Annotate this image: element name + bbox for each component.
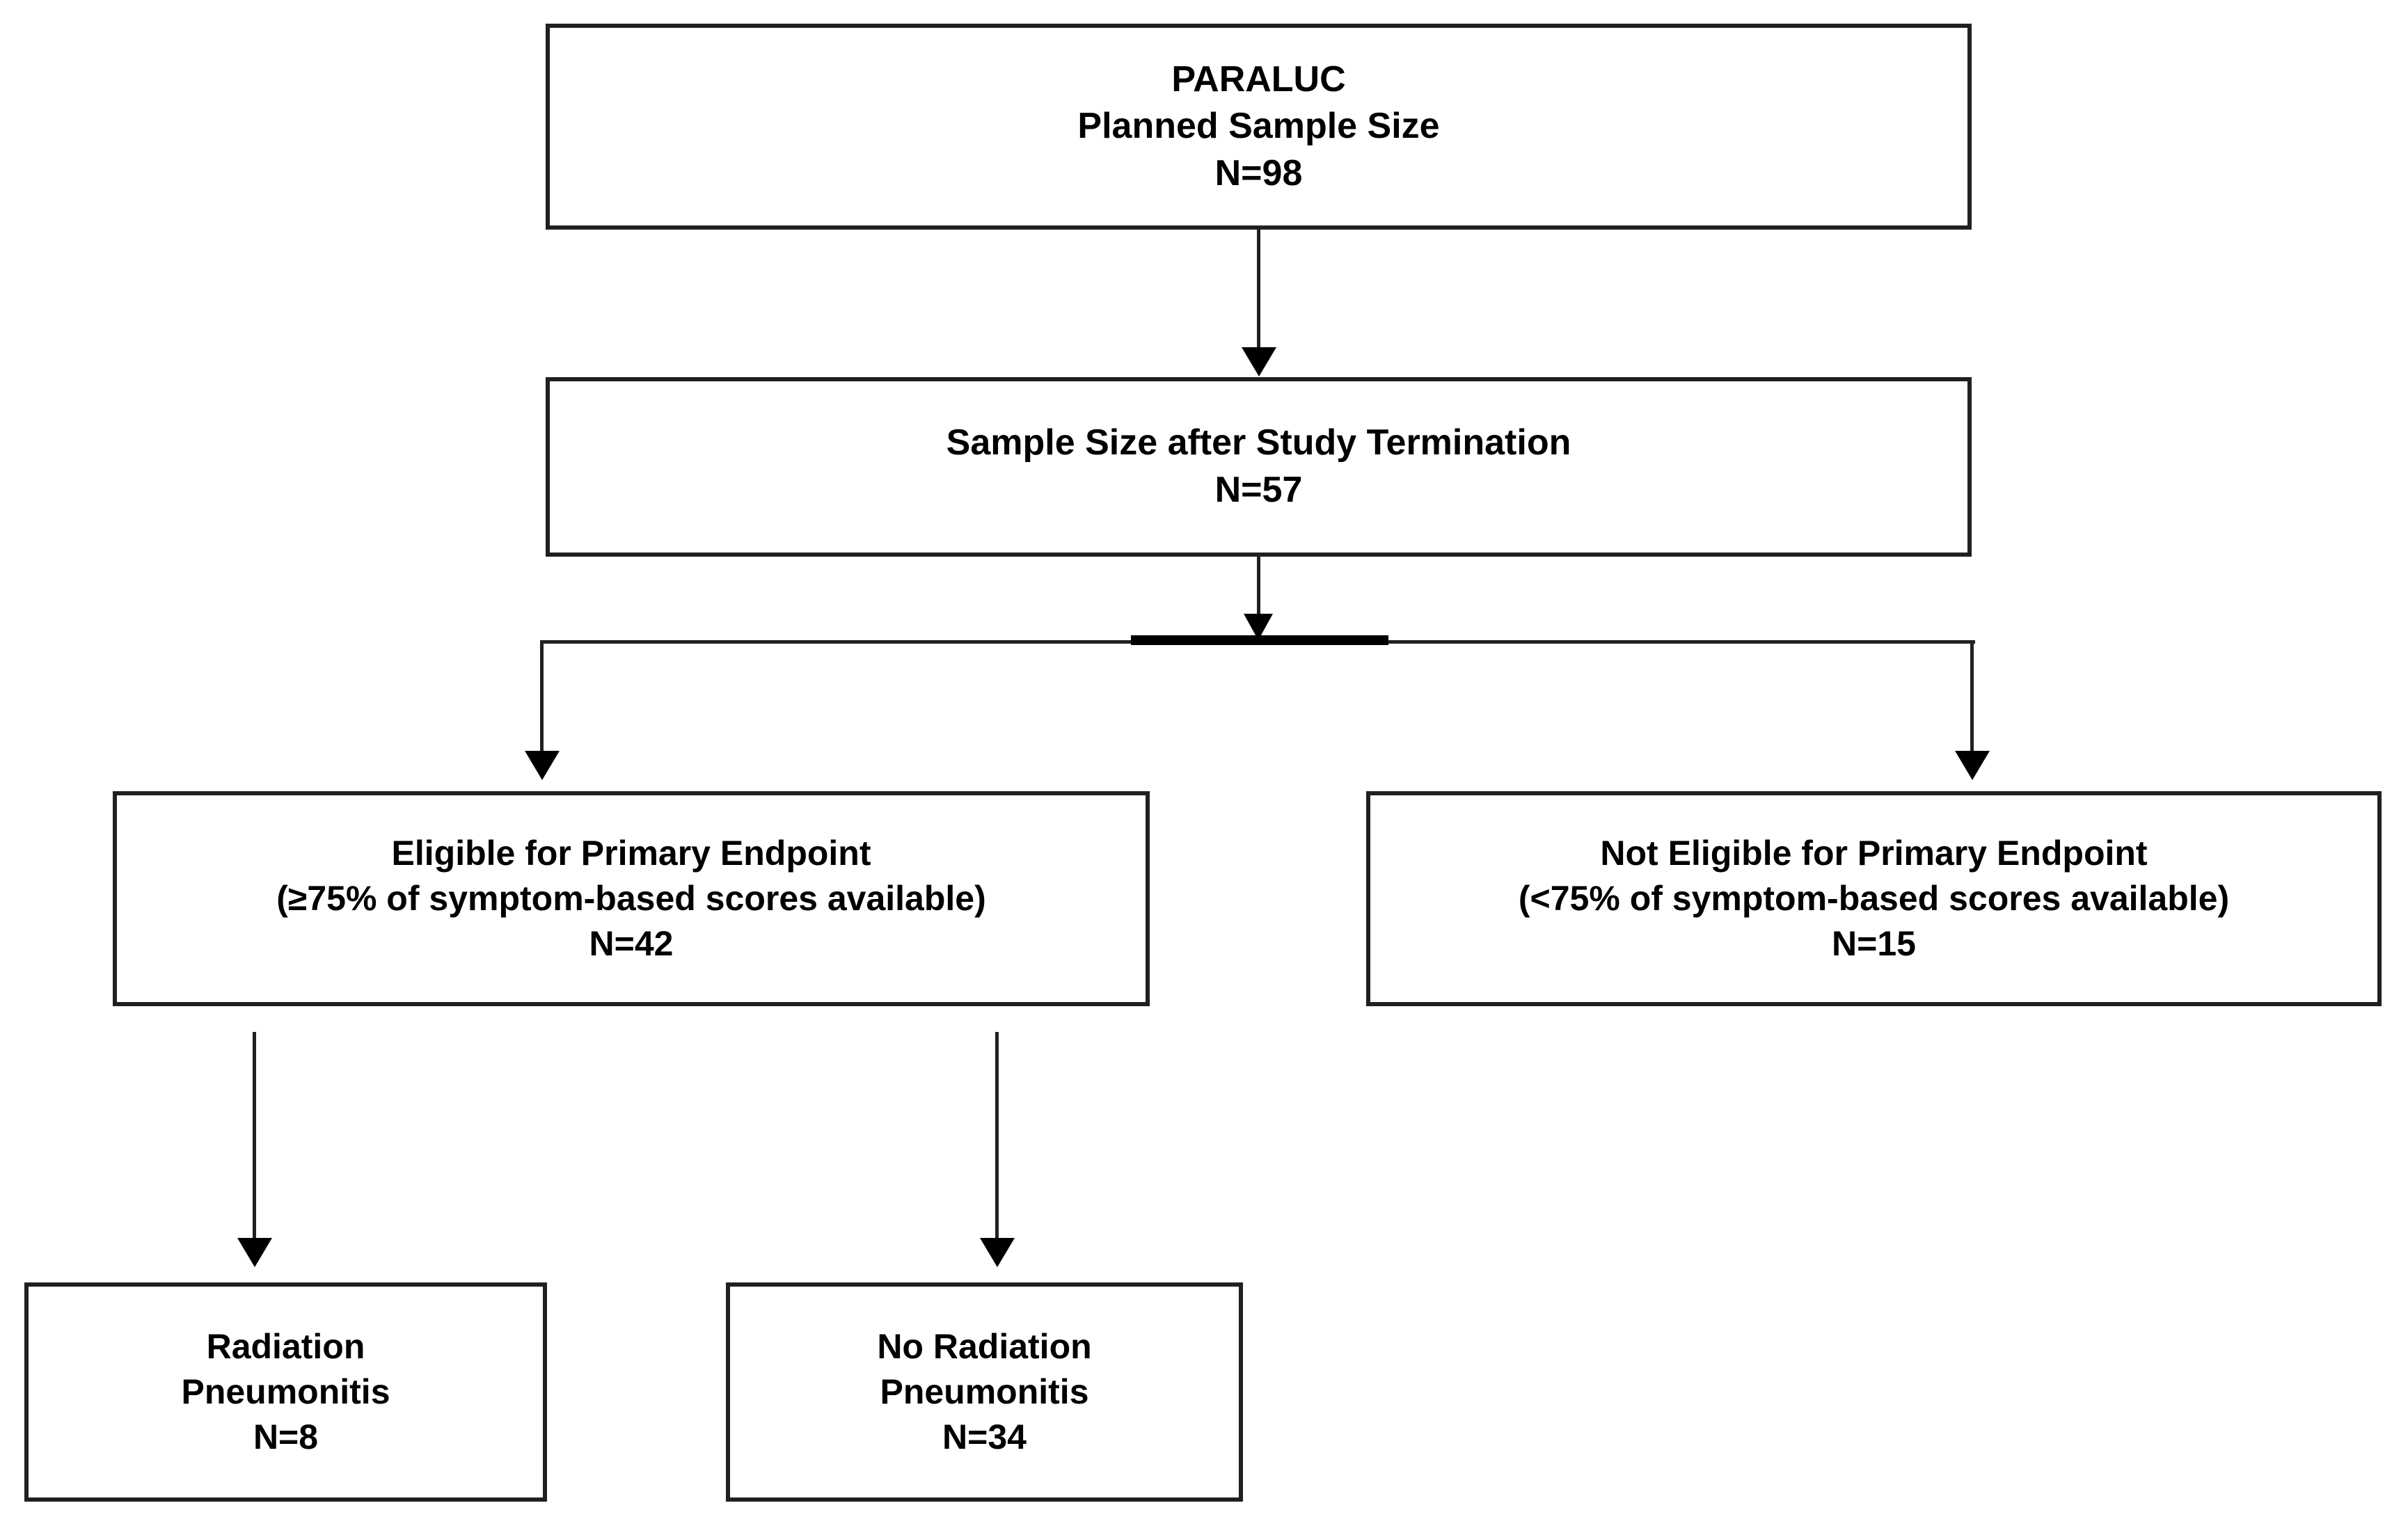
split-bar-thick-segment [1131,635,1388,645]
node-no-radiation-pneumonitis: No Radiation Pneumonitis N=34 [726,1282,1243,1502]
node-eligible-criteria: (≥75% of symptom-based scores available) [276,879,986,918]
node-after-termination-line-1: Sample Size after Study Termination [946,422,1571,463]
node-not-eligible-primary-endpoint: Not Eligible for Primary Endpoint (<75% … [1366,791,2382,1006]
node-radiation-pneumonitis-line-1: Radiation [206,1327,365,1366]
node-not-eligible-count: N=15 [1832,924,1916,963]
arrowhead-eligible-to-pneumonitis [237,1238,272,1267]
arrowhead-split-to-not-eligible [1955,751,1990,780]
node-radiation-pneumonitis-line-2: Pneumonitis [181,1372,390,1411]
arrowhead-split-to-eligible [525,751,560,780]
connector-eligible-to-pneumonitis [253,1032,256,1241]
connector-planned-to-termination [1257,230,1260,351]
node-eligible-primary-endpoint: Eligible for Primary Endpoint (≥75% of s… [113,791,1150,1006]
node-no-radiation-pneumonitis-count: N=34 [942,1417,1027,1456]
node-radiation-pneumonitis-count: N=8 [253,1417,319,1456]
node-planned-count: N=98 [1214,152,1303,193]
node-no-radiation-pneumonitis-line-1: No Radiation [877,1327,1092,1366]
node-radiation-pneumonitis: Radiation Pneumonitis N=8 [24,1282,547,1502]
connector-eligible-to-no-pneumonitis [995,1032,999,1241]
node-eligible-count: N=42 [589,924,674,963]
node-sample-size-after-termination: Sample Size after Study Termination N=57 [546,377,1972,557]
connector-split-to-not-eligible [1970,640,1974,755]
node-after-termination-count: N=57 [1214,470,1303,510]
node-eligible-line-1: Eligible for Primary Endpoint [391,834,871,873]
node-planned-sample-size: PARALUC Planned Sample Size N=98 [546,24,1972,230]
node-no-radiation-pneumonitis-line-2: Pneumonitis [880,1372,1089,1411]
node-not-eligible-criteria: (<75% of symptom-based scores available) [1518,879,2230,918]
arrowhead-planned-to-termination [1242,347,1276,376]
arrowhead-eligible-to-no-pneumonitis [980,1238,1015,1267]
node-planned-line-1: PARALUC [1171,58,1346,100]
connector-termination-to-split [1257,557,1260,619]
node-planned-line-2: Planned Sample Size [1077,106,1440,147]
node-not-eligible-line-1: Not Eligible for Primary Endpoint [1600,834,2148,873]
connector-split-to-eligible [540,640,544,755]
